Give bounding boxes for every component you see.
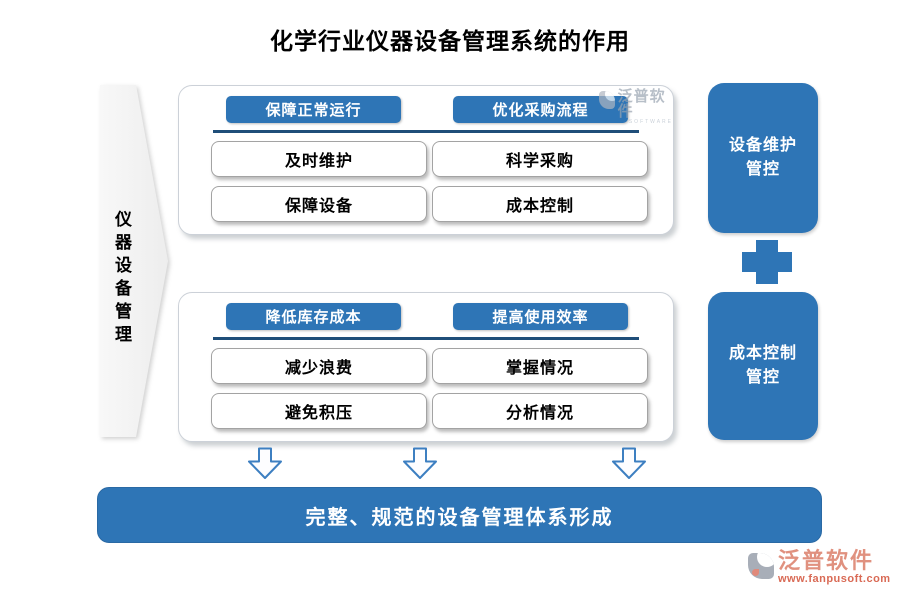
item-box: 保障设备 [211,186,427,222]
right-box-line: 设备维护 [728,137,797,154]
plus-icon-horizontal-bar [742,252,792,272]
header-pill-ensure-operation: 保障正常运行 [226,96,401,123]
footer-brand: 泛普软件 www.fanpusoft.com [748,550,891,585]
right-box-maintenance-control: 设备维护 管控 [708,83,818,233]
down-arrow-icon [612,447,646,479]
header-pill-optimize-procurement: 优化采购流程 [453,96,628,123]
header-pill-improve-efficiency: 提高使用效率 [453,303,628,330]
divider-line [213,130,639,133]
plus-icon [742,240,792,284]
left-banner-arrow: 仪器设备管理 [100,85,168,437]
item-box: 科学采购 [432,141,648,177]
down-arrow-icon [248,447,282,479]
watermark-name: 泛普软件 [617,88,666,120]
right-box-cost-control: 成本控制 管控 [708,292,818,440]
brand-url: www.fanpusoft.com [778,573,891,585]
watermark-subtext: SOFTWARE [628,119,673,125]
item-box: 避免积压 [211,393,427,429]
watermark-logo: 泛普软件 SOFTWARE [599,89,673,125]
header-pill-lower-inventory-cost: 降低库存成本 [226,303,401,330]
left-banner-label: 仪器设备管理 [112,209,131,348]
item-box: 减少浪费 [211,348,427,384]
panel-inventory-efficiency: 降低库存成本 提高使用效率 减少浪费 掌握情况 避免积压 分析情况 [178,292,674,442]
fanpu-logo-icon [599,91,615,109]
divider-line [213,337,639,340]
right-box-line: 成本控制 [728,345,797,362]
right-box-line: 管控 [745,369,780,386]
page-title: 化学行业仪器设备管理系统的作用 [270,28,630,54]
item-box: 掌握情况 [432,348,648,384]
item-box: 成本控制 [432,186,648,222]
fanpu-logo-icon [748,553,774,579]
panel-equipment-operation: 保障正常运行 优化采购流程 及时维护 科学采购 保障设备 成本控制 泛普软件 S… [178,85,674,235]
brand-name: 泛普软件 [778,548,875,573]
item-box: 分析情况 [432,393,648,429]
item-box: 及时维护 [211,141,427,177]
down-arrow-icon [403,447,437,479]
right-box-line: 管控 [745,161,780,178]
conclusion-bar: 完整、规范的设备管理体系形成 [97,487,822,543]
